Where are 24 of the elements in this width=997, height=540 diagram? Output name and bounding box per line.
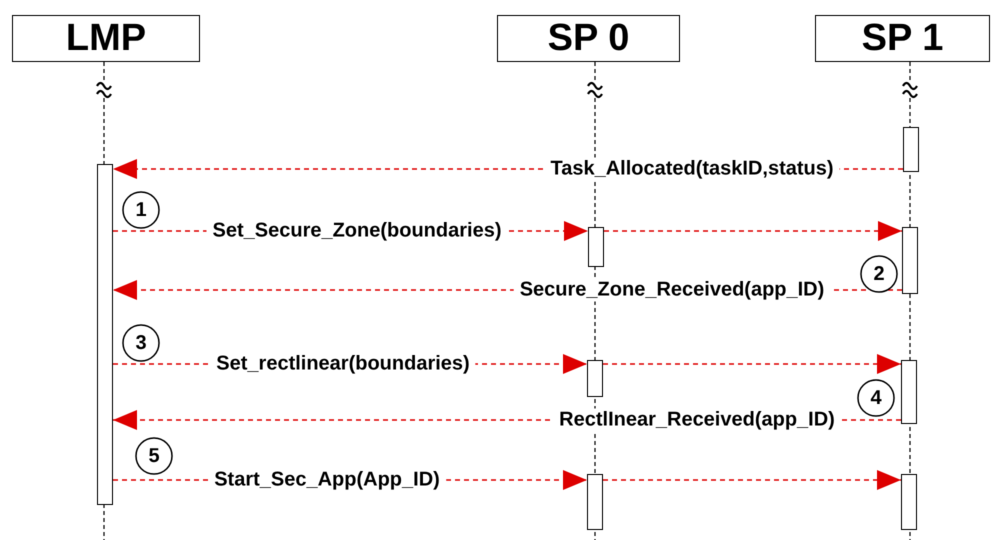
participant-box: SP 1 xyxy=(815,15,990,62)
activation-bar xyxy=(903,127,919,172)
activation-bar xyxy=(588,227,604,267)
callout-number: 4 xyxy=(857,379,895,417)
activation-bar xyxy=(901,360,917,424)
activation-bar xyxy=(587,474,603,530)
message-label: Set_rectlinear(boundaries) xyxy=(210,352,476,376)
message-label: RectlInear_Received(app_ID) xyxy=(553,408,841,432)
callout-number: 1 xyxy=(122,191,160,229)
message-arrow xyxy=(603,470,901,490)
message-arrow xyxy=(604,221,902,241)
activation-bar xyxy=(901,474,917,530)
participant-box: SP 0 xyxy=(497,15,680,62)
message-label: Set_Secure_Zone(boundaries) xyxy=(206,220,508,242)
callout-number: 2 xyxy=(860,255,898,293)
callout-number: 5 xyxy=(135,437,173,475)
callout-number: 3 xyxy=(122,324,160,362)
message-label: Task_Allocated(taskID,status) xyxy=(544,158,840,180)
participant-box: LMP xyxy=(12,15,200,62)
activation-bar xyxy=(97,164,113,505)
message-label: Secure_Zone_Received(app_ID) xyxy=(514,278,830,302)
activation-bar xyxy=(902,227,918,294)
message-arrow xyxy=(603,354,901,374)
activation-bar xyxy=(587,360,603,397)
